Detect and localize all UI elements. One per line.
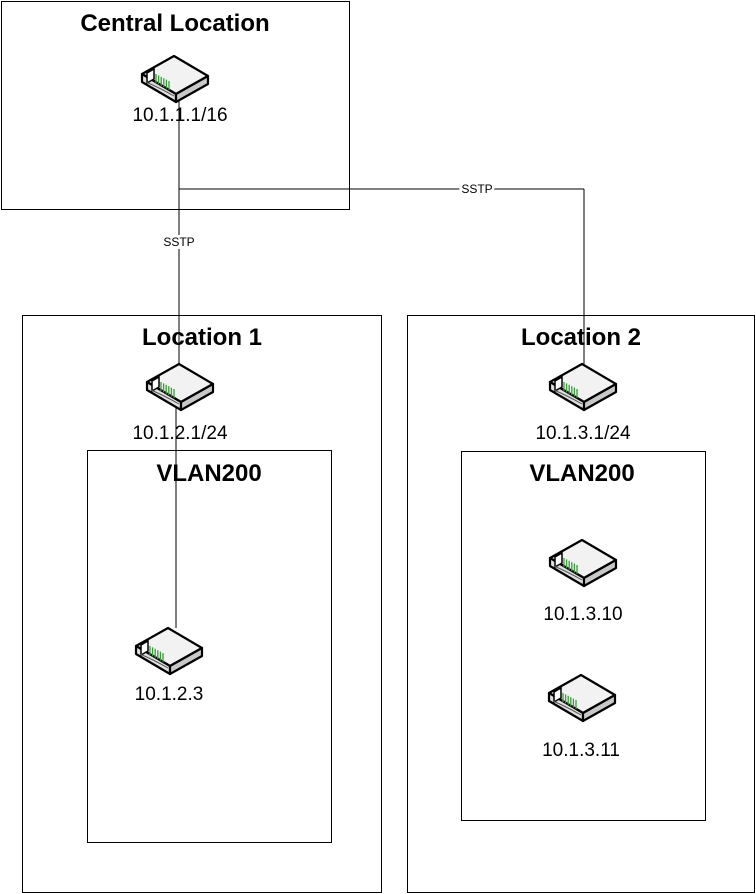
network-switch-icon <box>548 362 618 412</box>
location-1-title: Location 1 <box>141 324 263 351</box>
location-1-ip-label: 10.1.2.1/24 <box>132 423 228 444</box>
location-2-ip-label: 10.1.3.1/24 <box>535 423 631 444</box>
network-switch-icon <box>140 54 210 104</box>
location-1-vlan-title: VLAN200 <box>156 460 262 487</box>
central-location-box <box>1 1 350 210</box>
location-1-vlan-box <box>87 450 332 843</box>
location-2-device-ip-label: 10.1.3.10 <box>543 604 623 625</box>
location-2-vlan-box <box>461 451 706 821</box>
link-label-central-location1: SSTP <box>161 235 197 249</box>
network-switch-icon <box>134 626 204 676</box>
location-2-vlan-title: VLAN200 <box>529 460 635 487</box>
network-switch-icon <box>548 538 618 588</box>
central-location-title: Central Location <box>80 10 270 37</box>
network-switch-icon <box>145 362 215 412</box>
location-2-device-ip-label: 10.1.3.11 <box>542 740 620 761</box>
network-switch-icon <box>547 673 617 723</box>
link-label-central-location2: SSTP <box>459 182 495 196</box>
location-1-device-ip-label: 10.1.2.3 <box>134 684 204 705</box>
location-2-title: Location 2 <box>520 324 642 351</box>
central-ip-label: 10.1.1.1/16 <box>132 105 228 126</box>
